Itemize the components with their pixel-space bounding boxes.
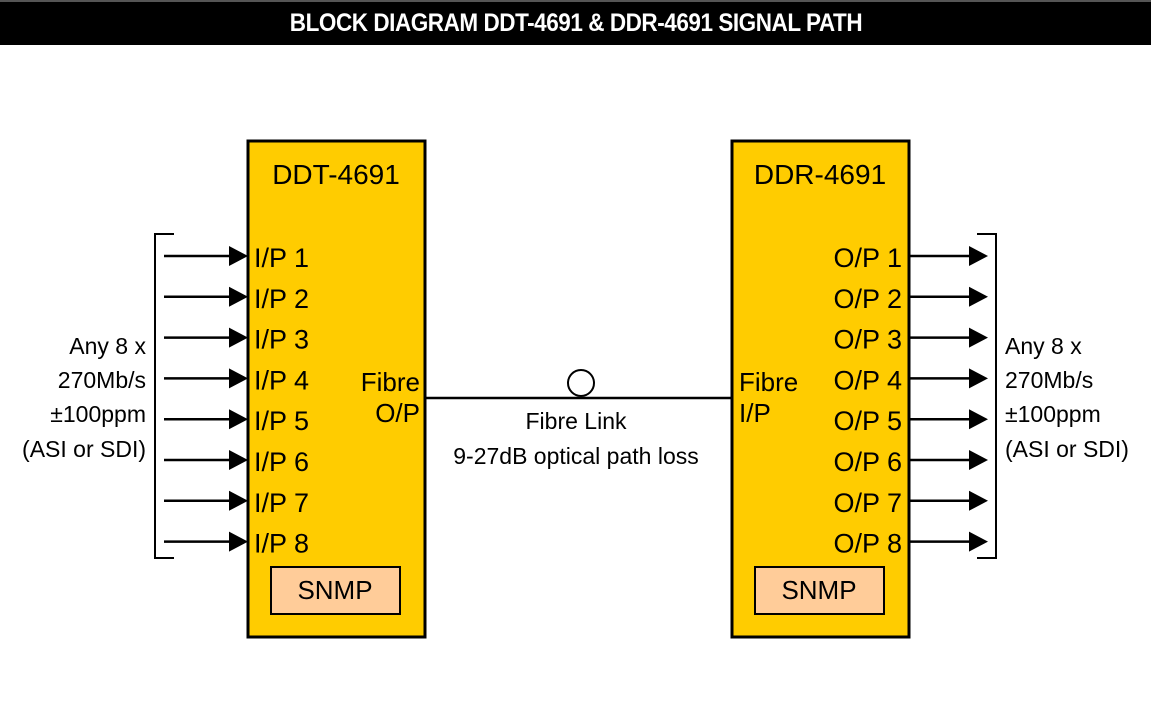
title-bar: BLOCK DIAGRAM DDT-4691 & DDR-4691 SIGNAL…: [0, 0, 1151, 45]
input-arrow: [164, 450, 248, 470]
output-spec-line: Any 8 x: [1005, 333, 1082, 359]
output-port-label: O/P 8: [833, 529, 902, 559]
receiver-box: [730, 139, 911, 639]
arrowhead-icon: [969, 490, 988, 511]
arrowhead-icon: [969, 450, 988, 470]
output-spec-line: 270Mb/s: [1005, 367, 1093, 393]
arrowhead-icon: [969, 246, 988, 266]
input-spec-line: (ASI or SDI): [22, 436, 146, 462]
output-spec-line: ±100ppm: [1005, 401, 1101, 427]
input-port-label: I/P 7: [254, 488, 309, 518]
input-arrow: [164, 246, 248, 266]
output-port-label: O/P 2: [833, 284, 902, 314]
input-arrow: [164, 490, 248, 511]
input-arrow: [164, 286, 248, 307]
output-port-label: O/P 4: [833, 365, 902, 395]
arrowhead-icon: [229, 327, 248, 348]
output-port-label: O/P 1: [833, 243, 902, 273]
arrowhead-icon: [229, 246, 248, 266]
fibre-input-label: Fibre: [739, 367, 798, 397]
arrowhead-icon: [229, 450, 248, 470]
input-arrow: [164, 368, 248, 389]
arrowhead-icon: [969, 409, 988, 430]
receiver-snmp-box: [754, 566, 885, 615]
receiver-snmp-label: SNMP: [781, 575, 856, 605]
input-spec-line: ±100ppm: [50, 401, 146, 427]
fibre-input-label-2: I/P: [739, 398, 771, 428]
output-bracket: [977, 233, 997, 559]
input-port-label: I/P 6: [254, 447, 309, 477]
output-arrow: [909, 327, 988, 348]
arrowhead-icon: [229, 409, 248, 430]
arrowhead-icon: [229, 368, 248, 389]
input-port-label: I/P 8: [254, 529, 309, 559]
output-arrow: [909, 409, 988, 430]
fibre-link-label: Fibre Link: [526, 408, 627, 434]
arrowhead-icon: [969, 286, 988, 307]
input-arrow: [164, 409, 248, 430]
arrowhead-icon: [229, 531, 248, 552]
transmitter-box: [246, 139, 427, 639]
receiver-name: DDR-4691: [754, 159, 886, 190]
arrowhead-icon: [229, 286, 248, 307]
output-port-label: O/P 6: [833, 447, 902, 477]
output-port-label: O/P 7: [833, 488, 902, 518]
fibre-output-label-2: O/P: [375, 398, 420, 428]
output-arrow: [909, 490, 988, 511]
transmitter-unit: DDT-4691 I/P 1 I/P 2 I/P 3 I/P 4 I/P 5 I/P 6 I…: [246, 139, 427, 639]
output-port-label: O/P 3: [833, 325, 902, 355]
input-arrow: [164, 327, 248, 348]
input-arrow: [164, 531, 248, 552]
output-port-label: O/P 5: [833, 406, 902, 436]
input-port-label: I/P 3: [254, 325, 309, 355]
receiver-unit: DDR-4691 O/P 1 O/P 2 O/P 3 O/P 4 O/P 5 O/P 6 O…: [730, 139, 911, 639]
fibre-coil-icon: [567, 369, 595, 397]
arrowhead-icon: [969, 368, 988, 389]
arrowhead-icon: [969, 327, 988, 348]
output-arrow: [909, 286, 988, 307]
fibre-link-loss: 9-27dB optical path loss: [453, 443, 699, 469]
input-spec-line: 270Mb/s: [58, 367, 146, 393]
transmitter-snmp-label: SNMP: [297, 575, 372, 605]
fibre-output-label: Fibre: [361, 367, 420, 397]
arrowhead-icon: [969, 531, 988, 552]
transmitter-snmp-box: [270, 566, 401, 615]
arrowhead-icon: [229, 490, 248, 511]
output-spec-line: (ASI or SDI): [1005, 436, 1129, 462]
transmitter-name: DDT-4691: [272, 159, 400, 190]
diagram-title: BLOCK DIAGRAM DDT-4691 & DDR-4691 SIGNAL…: [289, 9, 862, 37]
input-spec: Any 8 x 270Mb/s ±100ppm (ASI or SDI): [22, 333, 146, 462]
input-bracket: [154, 233, 174, 559]
input-port-label: I/P 5: [254, 406, 309, 436]
output-arrow: [909, 531, 988, 552]
input-port-label: I/P 1: [254, 243, 309, 273]
output-arrow: [909, 368, 988, 389]
fibre-link: Fibre Link 9-27dB optical path loss: [425, 369, 732, 469]
input-spec-line: Any 8 x: [69, 333, 146, 359]
output-spec: Any 8 x 270Mb/s ±100ppm (ASI or SDI): [1005, 333, 1129, 462]
input-port-label: I/P 4: [254, 365, 309, 395]
input-port-label: I/P 2: [254, 284, 309, 314]
output-arrow: [909, 450, 988, 470]
output-arrow: [909, 246, 988, 266]
